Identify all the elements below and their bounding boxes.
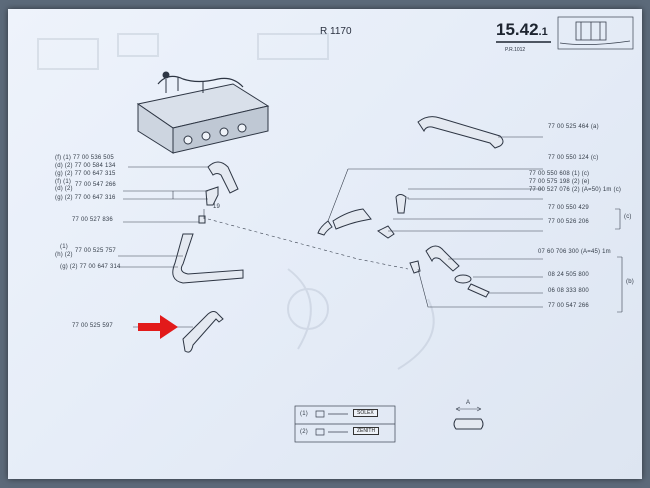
hose-right-a <box>425 245 460 272</box>
hose-mid <box>332 208 372 230</box>
thumbnail-engine-icon <box>559 21 631 45</box>
ring <box>454 274 472 284</box>
left-ref-8: 77 00 527 836 <box>72 217 113 223</box>
right-ref-1-number: 77 00 525 464 <box>548 124 589 130</box>
leaders-right <box>327 136 623 313</box>
right-ref-3: 77 00 550 608 (1) (c) <box>529 171 590 177</box>
hose-upper-left <box>207 161 239 194</box>
right-ref-9: 08 24 505 800 <box>548 272 589 278</box>
left-ref-2: (d) (2) 77 00 584 134 <box>55 163 116 169</box>
right-ref-4: 77 00 575 198 (2) (e) <box>529 179 590 185</box>
dimension-hose <box>453 418 484 430</box>
leaders-left <box>118 166 208 328</box>
connector-a <box>317 220 333 236</box>
hose-top-right <box>417 116 504 149</box>
left-ref-1: (f) (1) 77 00 536 505 <box>55 155 114 161</box>
page-subtitle: P.R.1012 <box>505 47 526 53</box>
left-ref-10: (h) (2) <box>55 252 73 258</box>
dimension-label: A <box>466 400 471 406</box>
bracket-c-label: (c) <box>624 214 632 220</box>
legend-frame <box>294 405 396 443</box>
right-ref-7: 77 00 526 206 <box>548 219 589 225</box>
engine-block-icon <box>136 71 270 154</box>
right-ref-2-number: 77 00 550 124 <box>548 155 589 161</box>
clamp <box>198 215 206 224</box>
left-hoses <box>172 161 244 353</box>
left-ref-6: 77 00 547 266 <box>75 182 116 188</box>
right-ref-2-group: (c) <box>590 155 599 161</box>
right-ref-8: 07 60 706 300 (A=45) 1m <box>538 249 611 255</box>
hose-lower-left <box>182 311 224 353</box>
legend-2-tag: ZENITH <box>353 427 380 435</box>
tee-fitting <box>205 186 219 206</box>
tee-right <box>377 225 395 239</box>
right-ref-5-suffix: 1m (c) <box>602 187 622 193</box>
bleed-through <box>37 33 435 370</box>
clamp-right <box>409 260 421 274</box>
page-number-main: 15.42 <box>496 20 539 39</box>
hose-right-b <box>467 283 490 298</box>
bracket-b <box>617 256 623 313</box>
dimension-line <box>455 406 482 412</box>
right-ref-5: 77 00 527 076 (2) (A=50) 1m (c) <box>529 187 621 193</box>
bracket-c <box>615 208 621 230</box>
filter <box>395 194 407 214</box>
bracket-b-label: (b) <box>626 279 634 285</box>
left-ref-4: (f) (1) <box>55 179 72 185</box>
left-ref-9: (1) <box>60 244 68 250</box>
right-hoses <box>317 116 504 430</box>
left-ref-7: (g) (2) 77 00 647 316 <box>55 195 116 201</box>
callout-number: 19 <box>213 204 221 210</box>
left-ref-12: (g) (2) 77 00 647 314 <box>60 264 121 270</box>
left-ref-11: 77 00 525 757 <box>75 248 116 254</box>
right-ref-8-suffix: 1m <box>602 249 611 255</box>
left-ref-5: (d) (2) <box>55 186 73 192</box>
right-ref-8-number: 07 60 706 300 (A=45) <box>538 249 601 255</box>
left-ref-3: (g) (2) 77 00 647 315 <box>55 171 116 177</box>
dashed-link <box>207 218 409 270</box>
hose-long-left <box>172 233 244 284</box>
right-ref-11: 77 00 547 266 <box>548 303 589 309</box>
page-number: 15.42.1 <box>496 20 548 40</box>
right-ref-1-group: (a) <box>590 124 599 130</box>
right-ref-10: 06 08 333 800 <box>548 288 589 294</box>
right-ref-5-number: 77 00 527 076 (2) (A=50) <box>529 187 602 193</box>
red-pointer-arrow-icon <box>138 315 178 339</box>
page-number-sub: .1 <box>538 26 548 38</box>
legend-2-prefix: (2) <box>300 429 308 435</box>
right-ref-1: 77 00 525 464 (a) <box>548 124 599 130</box>
left-ref-13: 77 00 525 597 <box>72 323 113 329</box>
drawing-code: R 1170 <box>320 26 352 37</box>
legend-1-prefix: (1) <box>300 411 308 417</box>
catalog-sheet: R 1170 15.42.1 P.R.1012 <box>8 9 642 479</box>
legend-1-tag: SOLEX <box>353 409 378 417</box>
right-ref-2: 77 00 550 124 (c) <box>548 155 598 161</box>
parts-drawing <box>37 16 634 443</box>
right-ref-6: 77 00 550 429 <box>548 205 589 211</box>
thumbnail-frame <box>557 16 634 50</box>
